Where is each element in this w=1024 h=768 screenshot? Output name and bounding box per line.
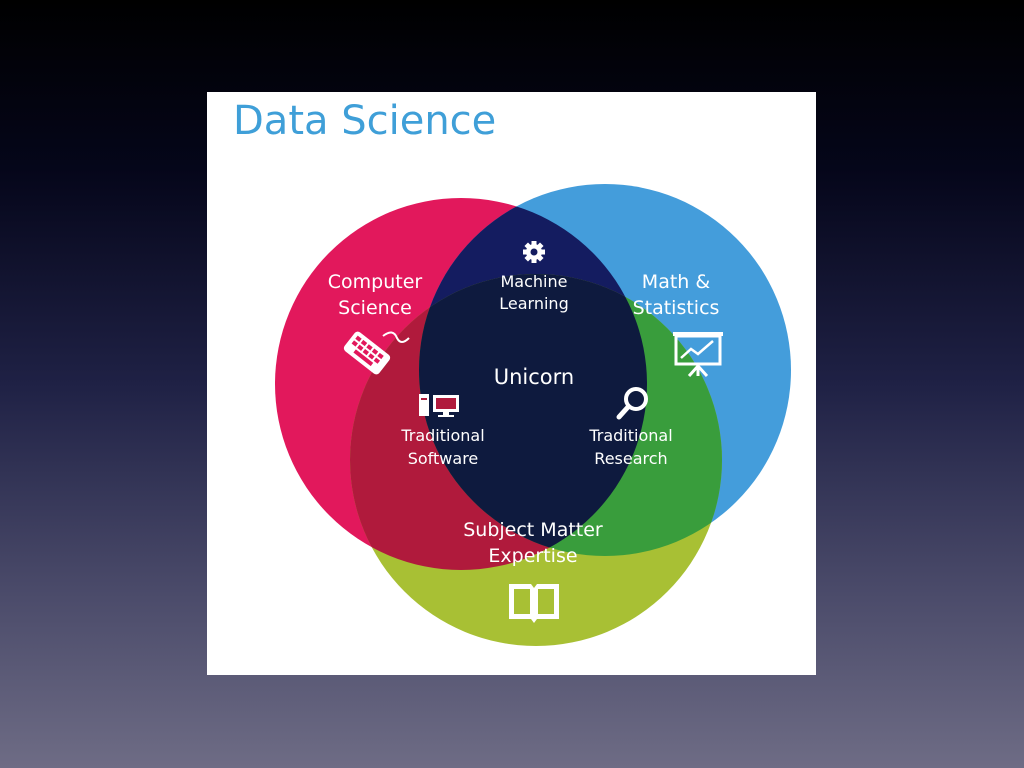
magnifier-icon — [616, 387, 648, 420]
subject-matter-label-line1: Subject Matter — [463, 519, 603, 541]
traditional-research-label-line1: Traditional — [588, 426, 672, 445]
unicorn-label: Unicorn — [494, 365, 574, 389]
machine-learning-label-line1: Machine — [501, 272, 568, 291]
venn-diagram-image: Data Science Computer Science Math & Sta… — [207, 92, 816, 675]
traditional-software-label-line2: Software — [408, 449, 479, 468]
keyboard-icon — [343, 331, 391, 375]
diagram-title: Data Science — [233, 98, 496, 144]
subject-matter-label-line2: Expertise — [488, 545, 577, 567]
computer-science-label-line1: Computer — [328, 271, 423, 293]
math-statistics-label-line2: Statistics — [633, 297, 720, 319]
math-statistics-label-line1: Math & — [642, 271, 711, 293]
keyboard-cable — [382, 331, 410, 343]
presentation-chart-icon — [673, 332, 723, 378]
open-book-icon — [509, 584, 559, 623]
gear-icon — [523, 241, 545, 263]
machine-learning-label-line2: Learning — [499, 294, 568, 313]
computer-science-label-line2: Science — [338, 297, 412, 319]
traditional-software-label-line1: Traditional — [400, 426, 484, 445]
traditional-research-label-line2: Research — [594, 449, 667, 468]
venn-diagram: Data Science Computer Science Math & Sta… — [233, 98, 791, 646]
computer-icon — [419, 394, 459, 417]
